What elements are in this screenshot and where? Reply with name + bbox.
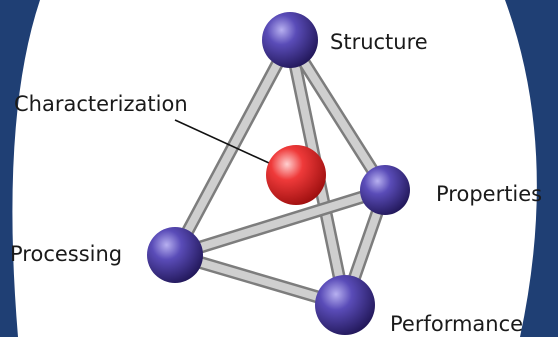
rod-processing-properties [171, 186, 389, 259]
frame-left [0, 0, 40, 337]
label-processing: Processing [10, 242, 123, 266]
sphere-processing [147, 227, 203, 283]
rod-structure-processing [171, 36, 294, 259]
label-structure: Structure [330, 30, 428, 54]
sphere-characterization [266, 145, 326, 205]
label-performance: Performance [390, 312, 524, 336]
characterization-pointer-line [174, 119, 281, 169]
label-characterization: Characterization [14, 92, 188, 116]
rod-structure-properties [286, 36, 389, 194]
sphere-performance [315, 275, 375, 335]
label-properties: Properties [436, 182, 543, 206]
sphere-properties [360, 165, 410, 215]
frame-right [505, 0, 558, 337]
sphere-structure [262, 12, 318, 68]
